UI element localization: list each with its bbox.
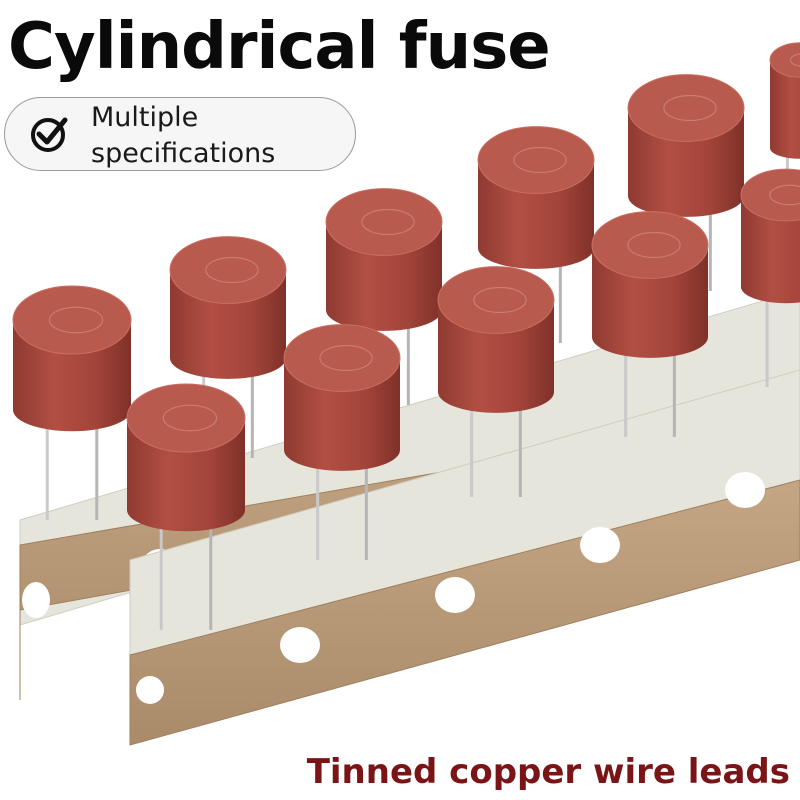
- fuse-body: [477, 126, 595, 269]
- fuse-body: [126, 383, 246, 532]
- fuse-body: [283, 324, 401, 471]
- page-title: Cylindrical fuse: [8, 10, 551, 84]
- tape-kraft: [129, 479, 800, 746]
- sprocket-hole: [280, 627, 320, 663]
- fuse-body: [591, 211, 709, 358]
- sprocket-hole: [22, 582, 50, 618]
- feature-badge: Multiple specifications: [4, 97, 356, 171]
- tape-paper: [129, 369, 800, 661]
- front-tape-strip: [129, 369, 800, 746]
- fuse-body: [437, 266, 555, 413]
- check-circle-icon: [31, 117, 68, 152]
- fuse-body: [627, 74, 745, 217]
- badge-text: Multiple specifications: [91, 100, 275, 172]
- sprocket-hole: [725, 472, 765, 508]
- sprocket-hole: [435, 577, 475, 613]
- sprocket-hole: [580, 527, 620, 563]
- front-row-fuses: [126, 168, 800, 532]
- back-row-fuses: [12, 42, 800, 432]
- caption: Tinned copper wire leads: [306, 752, 790, 792]
- fuse-body: [769, 42, 800, 159]
- sprocket-hole: [136, 676, 164, 704]
- badge-line-1: Multiple: [91, 102, 199, 133]
- fuse-body: [169, 236, 287, 379]
- badge-line-2: specifications: [91, 138, 276, 169]
- fuse-body: [740, 168, 800, 304]
- fuse-body: [325, 188, 443, 331]
- fuse-body: [12, 285, 132, 432]
